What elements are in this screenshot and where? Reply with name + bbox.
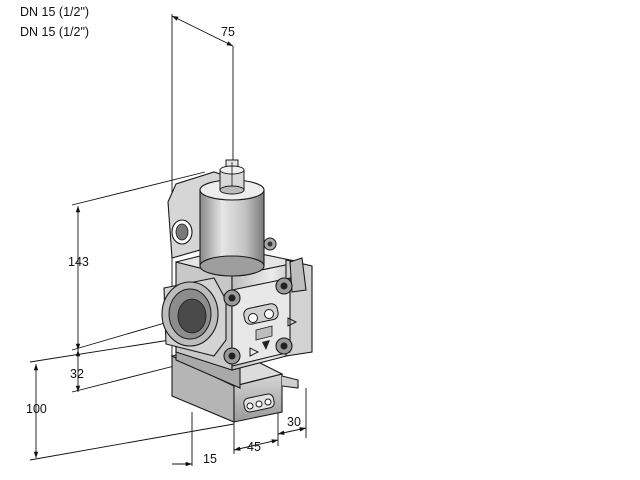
dim-line-30 xyxy=(277,427,307,435)
coil-connector-nut xyxy=(219,159,245,195)
size-label-primary: DN 15 (1/2") xyxy=(20,5,90,19)
extension-line-32-bottom xyxy=(71,361,191,393)
size-label-secondary: DN 15 (1/2") xyxy=(20,25,90,39)
solenoid-coil xyxy=(199,179,265,277)
dim-label-15: 15 xyxy=(203,452,217,466)
valve-illustration xyxy=(161,159,313,423)
front-face-plate xyxy=(231,277,298,367)
dim-line-45 xyxy=(233,439,279,451)
extension-line-100-bottom xyxy=(29,423,235,461)
dim-line-75 xyxy=(171,15,234,47)
extension-line-100-top xyxy=(29,339,171,363)
dimension-lines: 75 143 32 100 15 45 xyxy=(26,14,307,467)
hex-screws xyxy=(223,237,293,365)
dim-label-32: 32 xyxy=(70,367,84,381)
dim-label-30: 30 xyxy=(287,415,301,429)
dim-label-143: 143 xyxy=(68,255,89,269)
dim-label-100: 100 xyxy=(26,402,47,416)
inlet-port xyxy=(161,277,227,357)
dim-label-75: 75 xyxy=(221,25,235,39)
dim-label-45: 45 xyxy=(247,440,261,454)
extension-line-143-top xyxy=(71,171,206,206)
